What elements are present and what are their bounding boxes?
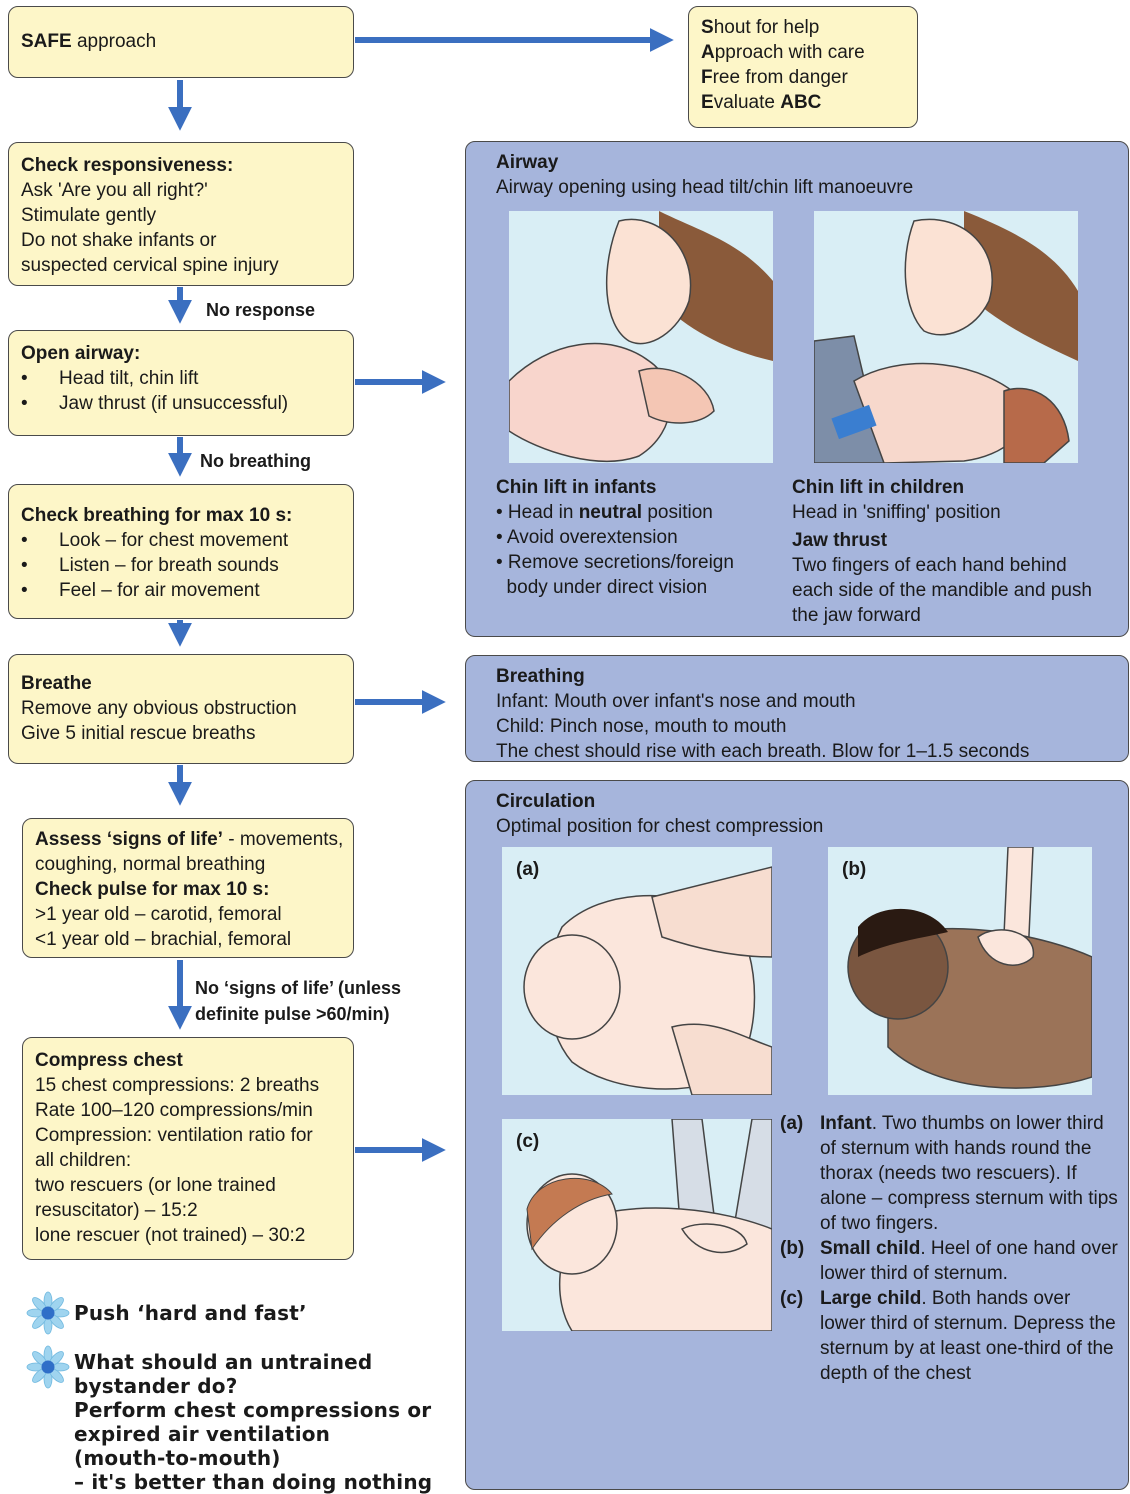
child-chin-lift-text: Chin lift in children Head in 'sniffing'… <box>792 475 1122 628</box>
infant-item: • Avoid overextension <box>496 525 786 550</box>
label-no-response: No response <box>206 297 315 323</box>
safe-e: Evaluate ABC <box>701 90 905 115</box>
compress-chest-box: Compress chest 15 chest compressions: 2 … <box>22 1037 354 1260</box>
illustration-tag: (a) <box>516 857 539 882</box>
check-breathing-item: Listen – for breath sounds <box>21 553 341 578</box>
infant-chin-lift-title: Chin lift in infants <box>496 475 786 500</box>
jaw-thrust-line: each side of the mandible and push <box>792 578 1122 603</box>
responsiveness-line: Ask 'Are you all right?' <box>21 178 341 203</box>
circulation-subtitle: Optimal position for chest compression <box>496 814 1114 839</box>
breathing-panel: Breathing Infant: Mouth over infant's no… <box>465 655 1129 762</box>
infant-item: • Head in neutral position <box>496 500 786 525</box>
compression-legend: (a) Infant. Two thumbs on lower third of… <box>780 1111 1120 1386</box>
safe-s: Shout for help <box>701 15 905 40</box>
small-child-compression-illustration: (b) <box>828 847 1092 1095</box>
label-no-signs-of-life: No ‘signs of life’ (unless definite puls… <box>195 975 401 1027</box>
assess-line: coughing, normal breathing <box>35 852 341 877</box>
flower-icon <box>26 1291 70 1335</box>
breathe-box: Breathe Remove any obvious obstruction G… <box>8 654 354 764</box>
pulse-line: >1 year old – carotid, femoral <box>35 902 341 927</box>
breathe-line: Give 5 initial rescue breaths <box>21 721 341 746</box>
check-breathing-box: Check breathing for max 10 s: Look – for… <box>8 484 354 619</box>
push-hard-note: Push ‘hard and fast’ <box>74 1301 307 1325</box>
pulse-line: <1 year old – brachial, femoral <box>35 927 341 952</box>
jaw-thrust-title: Jaw thrust <box>792 528 1122 553</box>
infant-item: body under direct vision <box>496 575 786 600</box>
responsiveness-line: Do not shake infants or <box>21 228 341 253</box>
bystander-note: What should an untrained bystander do? P… <box>74 1350 432 1494</box>
breathing-line: Child: Pinch nose, mouth to mouth <box>496 714 1114 739</box>
safe-label: SAFE <box>21 31 72 52</box>
child-chin-lift-line: Head in 'sniffing' position <box>792 500 1122 525</box>
airway-subtitle: Airway opening using head tilt/chin lift… <box>496 175 1114 200</box>
legend-item-infant: (a) Infant. Two thumbs on lower third of… <box>780 1111 1120 1236</box>
jaw-thrust-line: the jaw forward <box>792 603 1122 628</box>
open-airway-item: Head tilt, chin lift <box>21 366 341 391</box>
check-breathing-item: Feel – for air movement <box>21 578 341 603</box>
breathe-line: Remove any obvious obstruction <box>21 696 341 721</box>
open-airway-box: Open airway: Head tilt, chin lift Jaw th… <box>8 330 354 436</box>
child-chin-lift-title: Chin lift in children <box>792 475 1122 500</box>
infant-chin-lift-text: Chin lift in infants • Head in neutral p… <box>496 475 786 600</box>
responsiveness-title: Check responsiveness: <box>21 153 341 178</box>
compress-title: Compress chest <box>35 1048 341 1073</box>
breathing-line: Infant: Mouth over infant's nose and mou… <box>496 689 1114 714</box>
compress-line: 15 chest compressions: 2 breaths <box>35 1073 341 1098</box>
breathing-line: The chest should rise with each breath. … <box>496 739 1114 764</box>
circulation-title: Circulation <box>496 789 1114 814</box>
assess-title: Assess ‘signs of life’ - movements, <box>35 827 341 852</box>
illustration-tag: (c) <box>516 1129 539 1154</box>
open-airway-item: Jaw thrust (if unsuccessful) <box>21 391 341 416</box>
compress-line: Compression: ventilation ratio for <box>35 1123 341 1148</box>
label-no-breathing: No breathing <box>200 448 311 474</box>
safe-f: Free from danger <box>701 65 905 90</box>
child-jaw-thrust-illustration <box>814 211 1078 463</box>
assess-signs-box: Assess ‘signs of life’ - movements, coug… <box>22 818 354 958</box>
compress-line: resuscitator) – 15:2 <box>35 1198 341 1223</box>
safe-expansion-box: Shout for help Approach with care Free f… <box>688 6 918 128</box>
airway-panel: Airway Airway opening using head tilt/ch… <box>465 141 1129 637</box>
legend-item-small-child: (b) Small child. Heel of one hand over l… <box>780 1236 1120 1286</box>
compress-line: lone rescuer (not trained) – 30:2 <box>35 1223 341 1248</box>
infant-compression-illustration: (a) <box>502 847 772 1095</box>
safe-rest: approach <box>72 31 157 52</box>
infant-chin-lift-illustration <box>509 211 773 463</box>
jaw-thrust-line: Two fingers of each hand behind <box>792 553 1122 578</box>
compress-line: all children: <box>35 1148 341 1173</box>
responsiveness-line: Stimulate gently <box>21 203 341 228</box>
breathe-title: Breathe <box>21 671 341 696</box>
pulse-title: Check pulse for max 10 s: <box>35 877 341 902</box>
flower-icon <box>26 1345 70 1389</box>
check-responsiveness-box: Check responsiveness: Ask 'Are you all r… <box>8 142 354 286</box>
illustration-tag: (b) <box>842 857 866 882</box>
safe-a: Approach with care <box>701 40 905 65</box>
infant-item: • Remove secretions/foreign <box>496 550 786 575</box>
circulation-panel: Circulation Optimal position for chest c… <box>465 780 1129 1490</box>
legend-item-large-child: (c) Large child. Both hands over lower t… <box>780 1286 1120 1386</box>
airway-title: Airway <box>496 150 1114 175</box>
check-breathing-title: Check breathing for max 10 s: <box>21 503 341 528</box>
breathing-title: Breathing <box>496 664 1114 689</box>
compress-line: Rate 100–120 compressions/min <box>35 1098 341 1123</box>
safe-approach-box: SAFE approach <box>8 6 354 78</box>
compress-line: two rescuers (or lone trained <box>35 1173 341 1198</box>
open-airway-title: Open airway: <box>21 341 341 366</box>
responsiveness-line: suspected cervical spine injury <box>21 253 341 278</box>
check-breathing-item: Look – for chest movement <box>21 528 341 553</box>
large-child-compression-illustration: (c) <box>502 1119 772 1331</box>
